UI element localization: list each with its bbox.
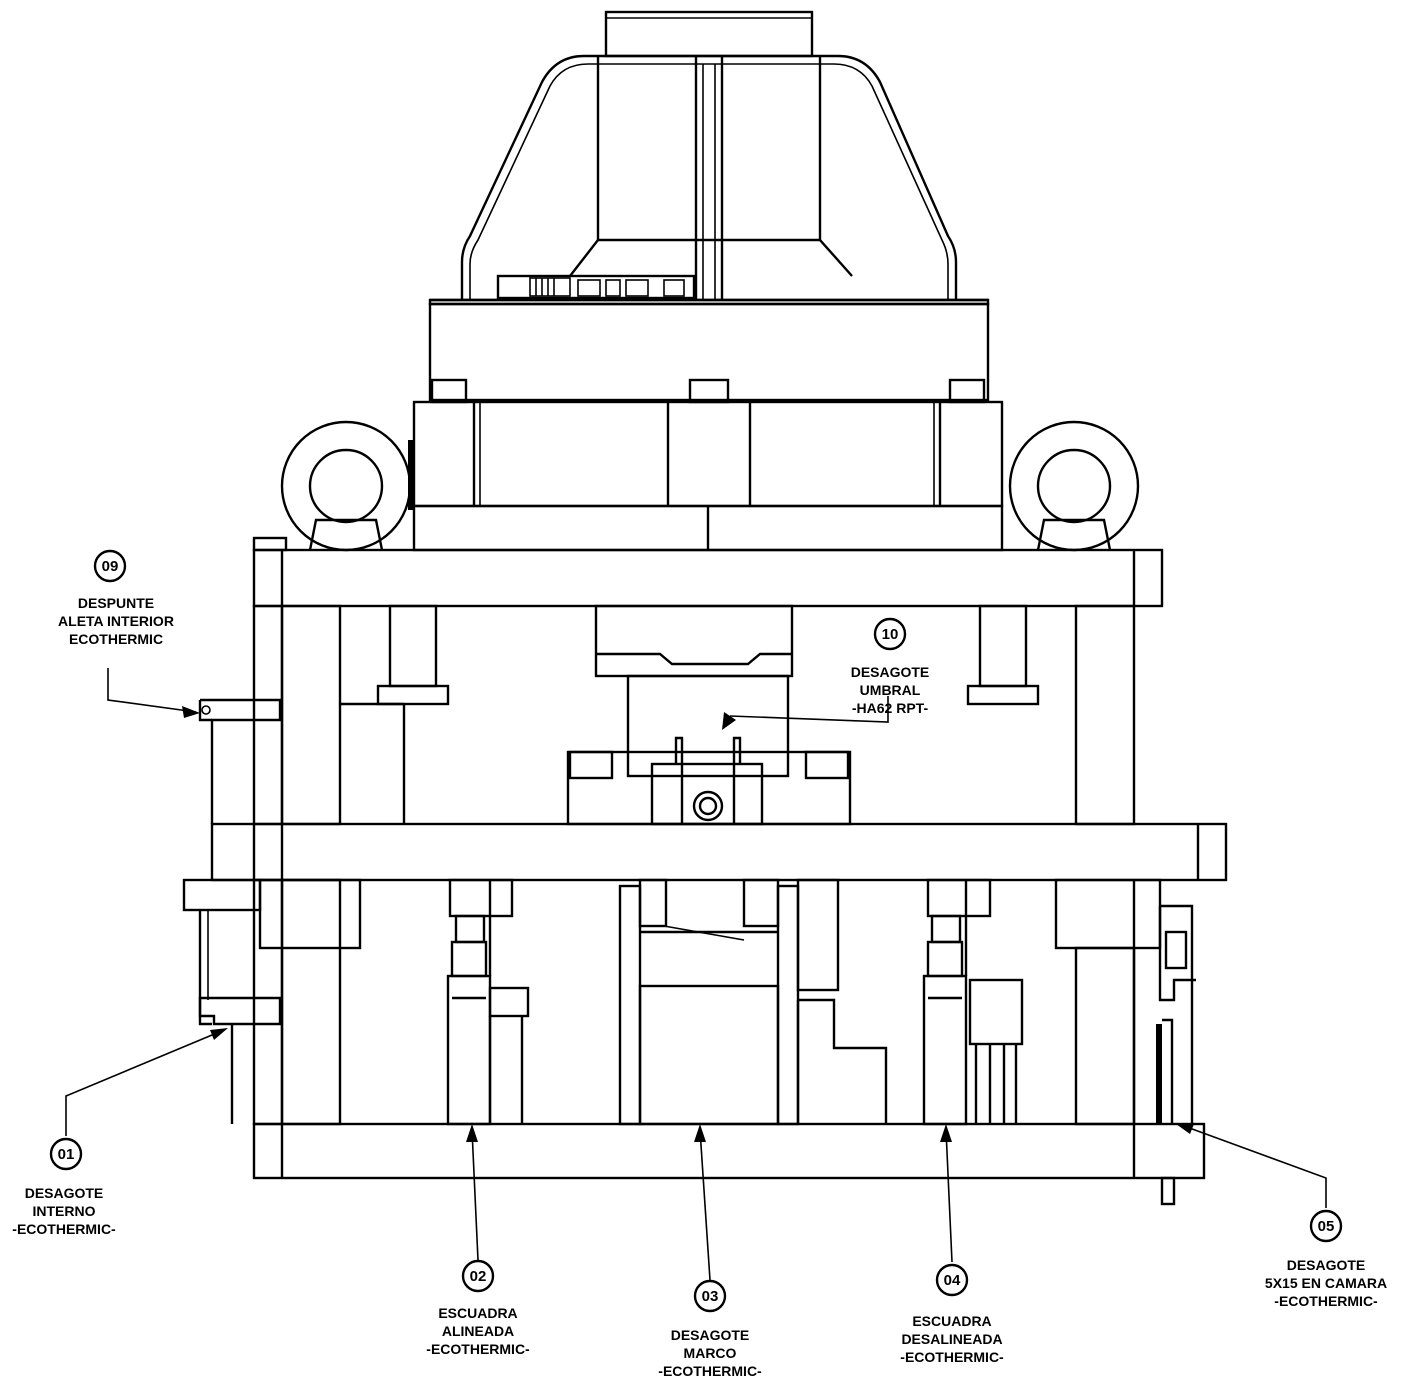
callout-04-line-3: -ECOTHERMIC- [900, 1349, 1004, 1365]
gearbox-block [408, 302, 1004, 552]
lower-section [182, 878, 1196, 1126]
callout-09-line-3: ECOTHERMIC [69, 631, 163, 647]
callout-10-number: 10 [882, 626, 899, 643]
callout-10-line-2: UMBRAL [860, 682, 921, 698]
middle-section [198, 604, 1136, 826]
callout-02-number: 02 [470, 1268, 487, 1285]
callout-05-number: 05 [1318, 1218, 1335, 1235]
callout-01-line-2: INTERNO [33, 1203, 96, 1219]
callout-10-line-3: -HA62 RPT- [852, 700, 929, 716]
callout-04-number: 04 [944, 1272, 961, 1289]
callout-02: 02 ESCUADRA ALINEADA -ECOTHERMIC- [426, 1259, 530, 1357]
middle-plate [210, 822, 1228, 882]
lifting-eye-right [1008, 420, 1140, 552]
callout-03-number: 03 [702, 1288, 719, 1305]
base-plate [252, 1122, 1206, 1206]
callout-05-line-2: 5X15 EN CAMARA [1265, 1275, 1387, 1291]
callout-05: 05 DESAGOTE 5X15 EN CAMARA -ECOTHERMIC- [1265, 1209, 1387, 1309]
callout-10: 10 DESAGOTE UMBRAL -HA62 RPT- [851, 617, 930, 716]
callout-10-line-1: DESAGOTE [851, 664, 930, 680]
callout-09-line-2: ALETA INTERIOR [58, 613, 174, 629]
callout-03-line-3: -ECOTHERMIC- [658, 1363, 762, 1379]
callout-01-line-1: DESAGOTE [25, 1185, 104, 1201]
callout-04-line-1: ESCUADRA [912, 1313, 991, 1329]
leader-lines [65, 668, 1327, 1281]
callout-09-number: 09 [102, 558, 119, 575]
callout-03-line-1: DESAGOTE [671, 1327, 750, 1343]
callout-02-line-3: -ECOTHERMIC- [426, 1341, 530, 1357]
callout-04-line-2: DESALINEADA [901, 1331, 1002, 1347]
callout-05-line-3: -ECOTHERMIC- [1274, 1293, 1378, 1309]
motor-housing [428, 10, 990, 306]
callout-02-line-1: ESCUADRA [438, 1305, 517, 1321]
callout-01-number: 01 [58, 1146, 75, 1163]
callout-01-line-3: -ECOTHERMIC- [12, 1221, 116, 1237]
callout-03-line-2: MARCO [684, 1345, 737, 1361]
callout-02-line-2: ALINEADA [442, 1323, 514, 1339]
callout-03: 03 DESAGOTE MARCO -ECOTHERMIC- [658, 1279, 762, 1379]
callout-01: 01 DESAGOTE INTERNO -ECOTHERMIC- [12, 1137, 116, 1237]
callout-09: 09 DESPUNTE ALETA INTERIOR ECOTHERMIC [58, 549, 174, 647]
callout-04: 04 ESCUADRA DESALINEADA -ECOTHERMIC- [900, 1263, 1004, 1365]
callout-09-line-1: DESPUNTE [78, 595, 154, 611]
callout-05-line-1: DESAGOTE [1287, 1257, 1366, 1273]
lifting-eye-left [280, 420, 412, 552]
